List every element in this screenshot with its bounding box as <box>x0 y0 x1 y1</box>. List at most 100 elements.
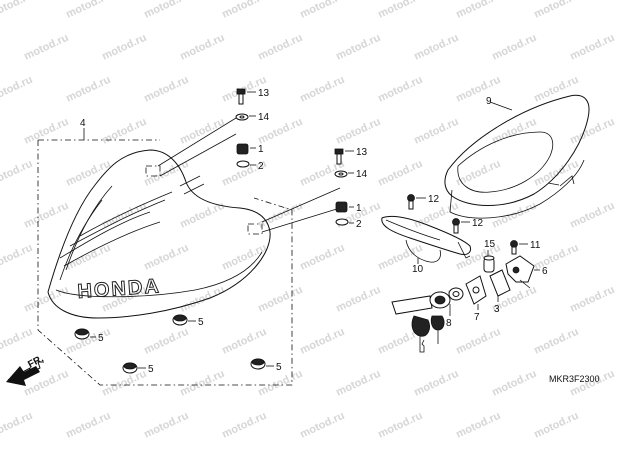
callout-10: 10 <box>412 264 424 275</box>
watermark-text: motod.ru <box>490 368 538 399</box>
watermark-text: motod.ru <box>376 410 424 441</box>
watermark-text: motod.ru <box>298 0 346 21</box>
watermark-text: motod.ru <box>334 284 382 315</box>
watermark-text: motod.ru <box>568 32 616 63</box>
callout-1b: 1 <box>356 203 362 214</box>
watermark-text: motod.ru <box>178 200 226 231</box>
watermark-text: motod.ru <box>298 74 346 105</box>
callout-3: 3 <box>494 304 500 315</box>
callout-4: 4 <box>80 118 86 129</box>
watermark-text: motod.ru <box>0 74 34 105</box>
watermark-text: motod.ru <box>142 0 190 21</box>
callout-2a: 2 <box>258 161 264 172</box>
watermark-text: motod.ru <box>532 326 580 357</box>
hardware-stack-right: 13 14 1 2 <box>334 147 368 230</box>
callout-14a: 14 <box>258 112 270 123</box>
watermark-text: motod.ru <box>334 368 382 399</box>
watermark-text: motod.ru <box>490 32 538 63</box>
brand-lettering: HONDA <box>77 275 162 303</box>
watermark-text: motod.ru <box>178 368 226 399</box>
watermark-text: motod.ru <box>100 116 148 147</box>
watermark-text: motod.ru <box>334 32 382 63</box>
watermark-text: motod.ru <box>178 32 226 63</box>
watermark-text: motod.ru <box>220 410 268 441</box>
callout-5d: 5 <box>276 362 282 373</box>
watermark-text: motod.ru <box>568 116 616 147</box>
lock-mechanism: 15 3 11 6 <box>483 239 548 315</box>
key-set: 8 <box>391 287 464 353</box>
watermark-text: motod.ru <box>100 32 148 63</box>
watermark-text: motod.ru <box>454 242 502 273</box>
callout-6: 6 <box>542 266 548 277</box>
watermark-text: motod.ru <box>22 32 70 63</box>
watermark-text: motod.ru <box>100 368 148 399</box>
watermark-text: motod.ru <box>64 242 112 273</box>
callout-14b: 14 <box>356 169 368 180</box>
watermark-text: motod.ru <box>0 158 34 189</box>
watermark-text: motod.ru <box>22 200 70 231</box>
rear-seat-cowl: 9 <box>444 94 590 219</box>
watermark-layer: motod.ru motod.ru motod.ru motod.ru motod.ru… <box>0 0 616 441</box>
watermark-text: motod.ru <box>64 0 112 21</box>
callout-5b: 5 <box>198 317 204 328</box>
watermark-text: motod.ru <box>568 200 616 231</box>
callout-13b: 13 <box>356 147 368 158</box>
watermark-text: motod.ru <box>142 242 190 273</box>
callout-11: 11 <box>530 240 541 251</box>
watermark-text: motod.ru <box>412 116 460 147</box>
watermark-text: motod.ru <box>0 242 34 273</box>
watermark-text: motod.ru <box>412 368 460 399</box>
watermark-text: motod.ru <box>376 74 424 105</box>
watermark-text: motod.ru <box>220 326 268 357</box>
hardware-stack-left: 13 14 1 2 <box>235 88 270 172</box>
watermark-text: motod.ru <box>412 32 460 63</box>
watermark-text: motod.ru <box>0 0 34 21</box>
watermark-text: motod.ru <box>256 284 304 315</box>
watermark-text: motod.ru <box>220 242 268 273</box>
watermark-text: motod.ru <box>0 410 34 441</box>
callout-5a: 5 <box>98 333 104 344</box>
callout-8: 8 <box>446 318 452 329</box>
watermark-text: motod.ru <box>532 158 580 189</box>
callout-13a: 13 <box>258 88 270 99</box>
callout-15: 15 <box>484 239 496 250</box>
watermark-text: motod.ru <box>532 0 580 21</box>
watermark-text: motod.ru <box>142 410 190 441</box>
watermark-text: motod.ru <box>298 242 346 273</box>
watermark-text: motod.ru <box>220 0 268 21</box>
callout-5c: 5 <box>148 364 154 375</box>
watermark-text: motod.ru <box>490 200 538 231</box>
watermark-text: motod.ru <box>142 326 190 357</box>
watermark-text: motod.ru <box>376 158 424 189</box>
watermark-text: motod.ru <box>490 116 538 147</box>
watermark-text: motod.ru <box>0 326 34 357</box>
front-seat-group: HONDA 4 <box>37 117 341 386</box>
watermark-text: motod.ru <box>64 326 112 357</box>
watermark-text: motod.ru <box>334 116 382 147</box>
watermark-text: motod.ru <box>178 116 226 147</box>
watermark-text: motod.ru <box>142 74 190 105</box>
watermark-text: motod.ru <box>454 74 502 105</box>
watermark-text: motod.ru <box>454 410 502 441</box>
watermark-text: motod.ru <box>454 158 502 189</box>
callout-2b: 2 <box>356 219 362 230</box>
seat-bracket: 12 12 10 <box>381 194 484 275</box>
callout-12a: 12 <box>428 194 440 205</box>
watermark-text: motod.ru <box>454 326 502 357</box>
watermark-text: motod.ru <box>64 74 112 105</box>
callout-1a: 1 <box>258 144 264 155</box>
watermark-text: motod.ru <box>298 410 346 441</box>
callout-7: 7 <box>474 312 480 323</box>
watermark-text: motod.ru <box>256 32 304 63</box>
watermark-text: motod.ru <box>298 326 346 357</box>
grommets-group: 5 5 5 5 <box>74 314 282 375</box>
fr-label: FR. <box>26 353 46 370</box>
watermark-text: motod.ru <box>568 284 616 315</box>
diagram-code: MKR3F2300 <box>549 374 600 384</box>
watermark-text: motod.ru <box>64 410 112 441</box>
watermark-text: motod.ru <box>532 410 580 441</box>
watermark-text: motod.ru <box>22 116 70 147</box>
watermark-text: motod.ru <box>454 0 502 21</box>
cable-bracket: 7 <box>465 275 487 323</box>
